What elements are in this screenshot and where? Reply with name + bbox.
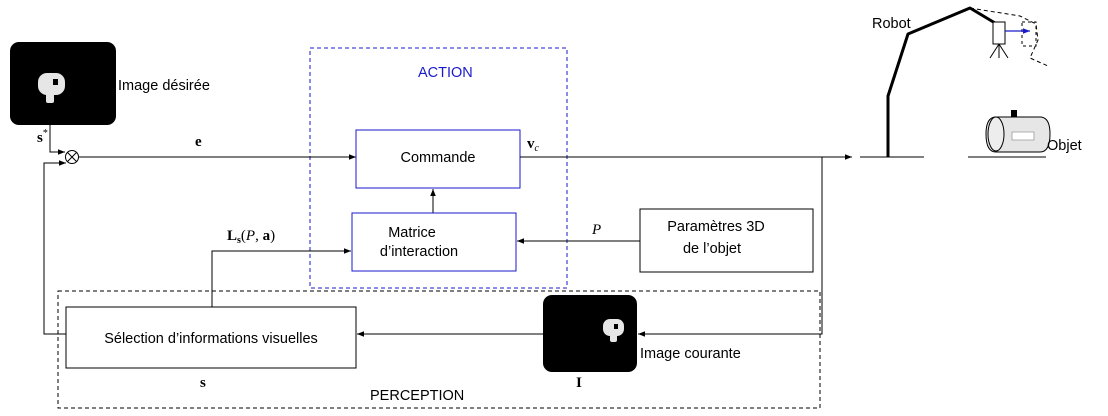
s-label: s (200, 375, 206, 391)
robot-arm (886, 6, 1001, 157)
matrice-label-line2: d’interaction (380, 244, 458, 260)
commande-label: Commande (401, 150, 476, 166)
perception-region (57, 290, 821, 409)
summing-junction (65, 150, 79, 164)
selection-box (65, 306, 357, 369)
matrice-box (351, 212, 517, 272)
selection-label: Sélection d’informations visuelles (104, 331, 318, 347)
i-label: I (576, 375, 582, 391)
current-image-label: Image courante (640, 346, 741, 362)
feedback-s-line (43, 160, 66, 335)
robot-label: Robot (872, 16, 911, 32)
ls-arrow (211, 248, 351, 307)
e-label: e (195, 134, 202, 150)
ls-label: Ls(P, a) (227, 228, 275, 246)
action-title: ACTION (418, 65, 473, 81)
s-star-arrow (49, 125, 65, 155)
matrice-label-line1: Matrice (388, 225, 436, 241)
current-image (543, 295, 637, 372)
camera-feedback-line (638, 157, 823, 337)
object-icon (985, 110, 1051, 153)
vc-label: vc (527, 136, 540, 154)
s-star-label: s* (37, 128, 48, 146)
parametres-label-line1: Paramètres 3D (667, 219, 765, 235)
camera-icon (989, 21, 1009, 59)
action-region (309, 47, 568, 289)
dashed-camera (1021, 21, 1037, 47)
objet-label: Objet (1047, 138, 1082, 154)
perception-title: PERCEPTION (370, 388, 464, 404)
parametres-label-line2: de l’objet (683, 241, 741, 257)
desired-image-label: Image désirée (118, 78, 210, 94)
current-object-icon (603, 319, 624, 342)
p-label: P (591, 222, 601, 238)
robot-dashed-pose (969, 7, 1049, 67)
desired-object-icon (38, 73, 65, 103)
parametres-box (639, 208, 814, 273)
commande-box (355, 129, 521, 189)
